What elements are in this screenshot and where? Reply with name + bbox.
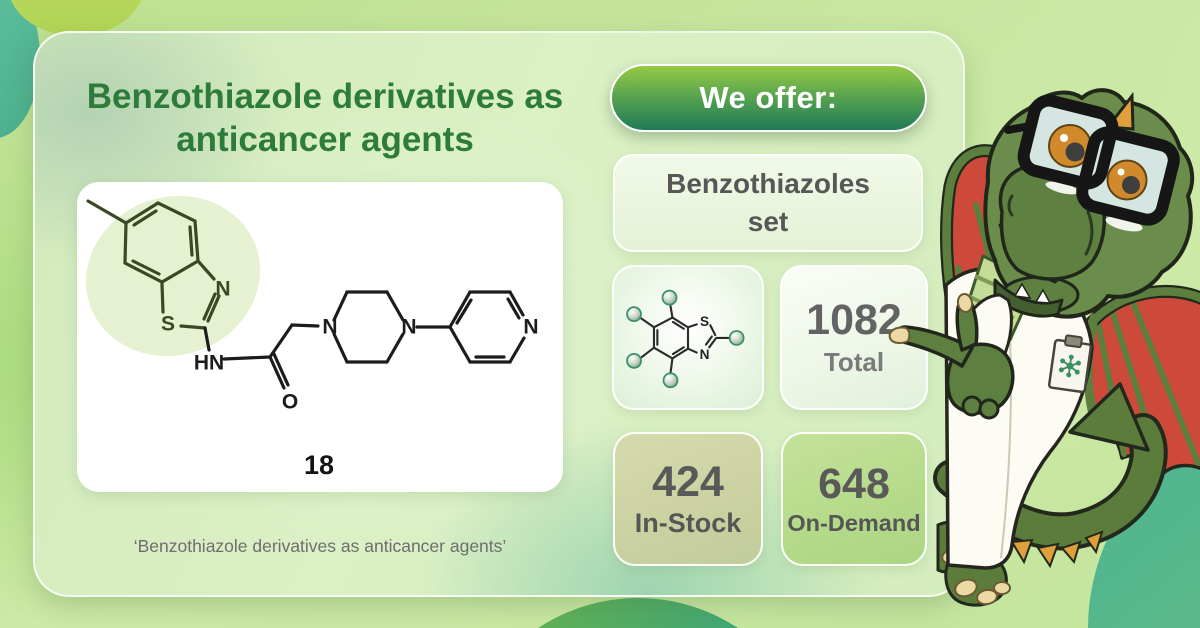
- atom-label-hn: HN: [194, 352, 224, 375]
- scaffold-atom-s: S: [700, 314, 709, 329]
- scaffold-atom-n: N: [700, 347, 710, 362]
- molecule-chain: [203, 290, 526, 390]
- on-demand-label: On-Demand: [787, 510, 921, 537]
- page-title: Benzothiazole derivatives as anticancer …: [86, 77, 564, 160]
- benzothiazole-fragment: [86, 199, 221, 330]
- stat-card-on-demand: 648 On-Demand: [781, 432, 927, 566]
- stat-card-in-stock: 424 In-Stock: [613, 432, 763, 566]
- in-stock-label: In-Stock: [634, 508, 742, 539]
- main-card: Benzothiazole derivatives as anticancer …: [33, 31, 965, 597]
- caption-text: ‘Benzothiazole derivatives as anticancer…: [133, 536, 507, 556]
- total-label: Total: [823, 346, 885, 377]
- compound-number-label: 18: [304, 450, 334, 480]
- benzothiazole-scaffold-icon: S N: [626, 289, 745, 389]
- atom-label-s: S: [161, 313, 175, 336]
- set-name-line2: set: [747, 206, 789, 237]
- set-name-line1: Benzothiazoles: [666, 168, 870, 200]
- atom-label-n-pyridine: N: [523, 316, 538, 339]
- atom-label-n-piperazine-1: N: [322, 316, 337, 339]
- atom-label-n-thiazole: N: [215, 278, 230, 301]
- total-value: 1082: [806, 296, 902, 345]
- attachment-spheres: [626, 289, 745, 389]
- atom-label-o: O: [282, 391, 298, 414]
- on-demand-value: 648: [818, 459, 890, 508]
- compound-structure-diagram: S N: [86, 195, 539, 480]
- atom-label-n-piperazine-2: N: [401, 316, 416, 339]
- stat-card-total: 1082 Total: [780, 265, 928, 410]
- we-offer-button[interactable]: We offer:: [610, 64, 927, 132]
- structure-card: S N: [77, 182, 563, 492]
- we-offer-label: We offer:: [699, 80, 838, 115]
- set-name-card: Benzothiazoles set: [613, 154, 923, 252]
- scaffold-icon-card: S N: [612, 265, 764, 410]
- in-stock-value: 424: [652, 457, 724, 506]
